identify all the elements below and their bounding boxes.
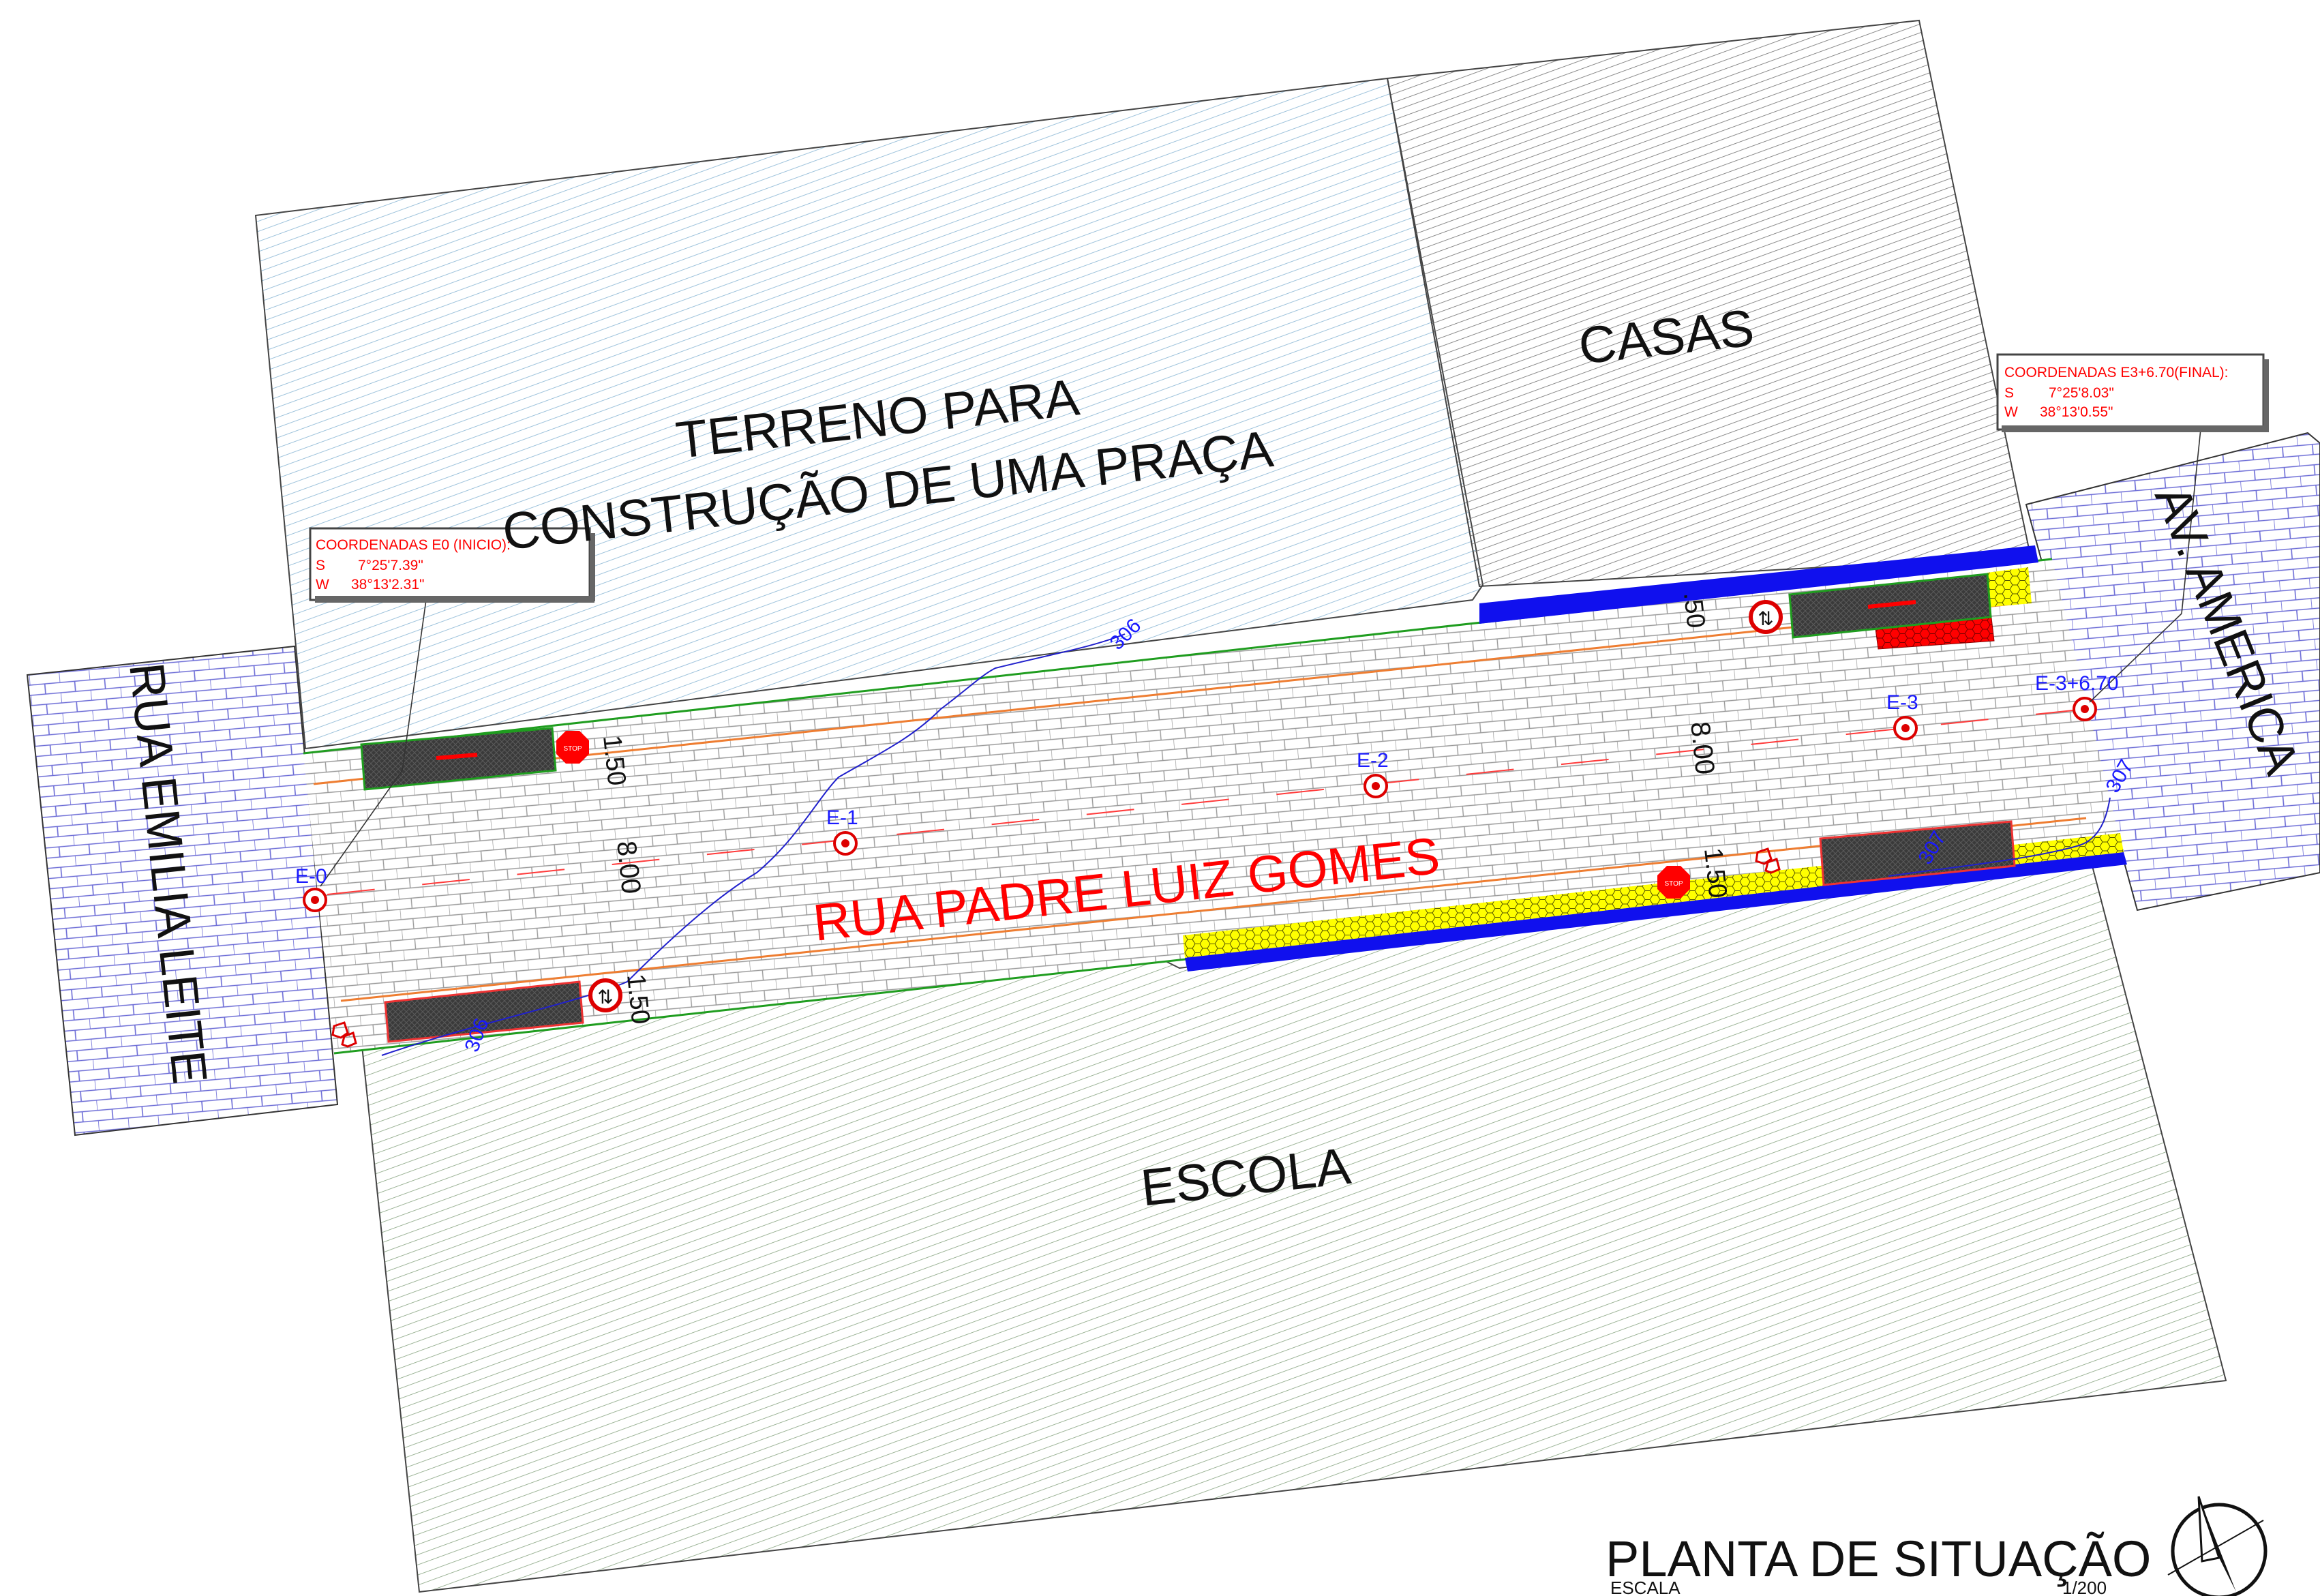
station-label: E-0 (295, 865, 327, 888)
scale-value: 1/200 (2062, 1578, 2107, 1596)
sidewalk-dimension: 1.50 (1698, 847, 1732, 900)
coord-end-w-value: 38°13'0.55" (2040, 404, 2113, 420)
stop-sign-icon: STOP (556, 731, 589, 764)
no-u-turn-sign-icon: ⇅ (1749, 600, 1783, 634)
parking-strip-top-left (360, 727, 557, 791)
station-label: E-3+6.70 (2035, 672, 2119, 695)
coord-end-s-value: 7°25'8.03" (2049, 385, 2114, 401)
coord-start-w-label: W (316, 577, 329, 592)
station-e1 (833, 831, 858, 856)
hydrant-icon (1755, 847, 1781, 874)
rua-emilia-leite-area (26, 645, 339, 1136)
coord-end-title: COORDENADAS E3+6.70(FINAL): (2004, 365, 2229, 380)
station-label: E-2 (1357, 749, 1389, 772)
station-label: E-3 (1886, 691, 1918, 714)
coord-end-w-label: W (2004, 404, 2018, 420)
no-u-turn-symbol: ⇅ (597, 986, 613, 1008)
coord-box-start: COORDENADAS E0 (INICIO): S 7°25'7.39" W … (309, 527, 595, 887)
sidewalk-dimension: 1.50 (621, 973, 655, 1026)
station-e3 (1893, 716, 1918, 740)
road-width-dimension: 8.00 (1685, 720, 1720, 776)
coord-start-w-value: 38°13'2.31" (351, 577, 424, 592)
scale-label: ESCALA (1610, 1578, 1681, 1596)
yellow-curb-top (1987, 567, 2032, 607)
sidewalk-dimension: .50 (1678, 591, 1710, 630)
station-e3-final (2073, 697, 2097, 721)
main-road (303, 558, 2124, 1055)
station-e2 (1364, 774, 1388, 798)
parking-strip-bottom-left (384, 980, 584, 1043)
coord-start-s-label: S (316, 558, 325, 573)
north-arrow-icon (2167, 1496, 2268, 1596)
parking-strip-top-right (1788, 573, 1992, 639)
no-u-turn-sign-icon: ⇅ (588, 978, 622, 1012)
hydrant-icon (331, 1021, 357, 1048)
blue-curb-top (1479, 545, 2038, 624)
stop-sign-text: STOP (1664, 880, 1683, 888)
road-width-dimension: 8.00 (611, 839, 646, 895)
parking-strip-bottom-right (1819, 820, 2016, 886)
coord-box-end: COORDENADAS E3+6.70(FINAL): S 7°25'8.03"… (1996, 353, 2269, 703)
coord-start-title: COORDENADAS E0 (INICIO): (316, 537, 511, 553)
coord-end-s-label: S (2004, 385, 2014, 401)
sidewalk-dimension: 1.50 (597, 734, 631, 787)
stop-sign-icon: STOP (1657, 866, 1690, 899)
station-label: E-1 (826, 807, 858, 829)
plan-title: PLANTA DE SITUAÇÃO (1606, 1531, 2152, 1587)
blue-curb-bottom (1185, 852, 2127, 972)
stop-sign-text: STOP (563, 745, 582, 753)
station-e0 (303, 888, 327, 912)
coord-start-s-value: 7°25'7.39" (358, 558, 423, 573)
no-u-turn-symbol: ⇅ (1758, 607, 1773, 630)
